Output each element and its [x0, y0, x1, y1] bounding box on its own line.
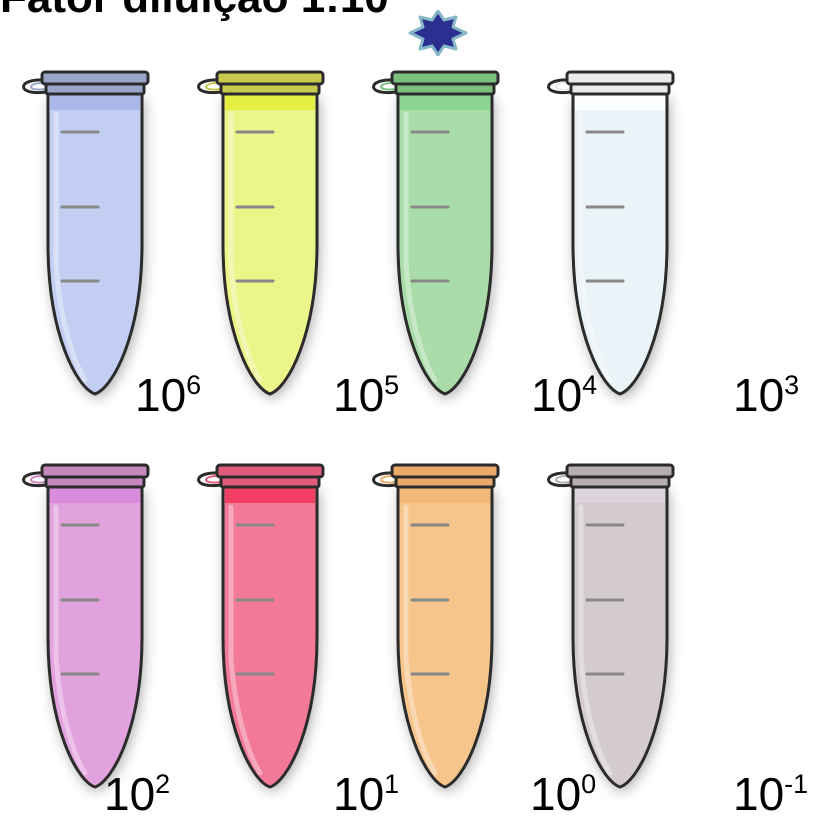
- tube-orange: [374, 465, 499, 791]
- label-10-1: 101: [333, 771, 399, 824]
- label-10-3: 103: [733, 372, 799, 425]
- star-icon: [406, 10, 470, 56]
- label-base: 10: [104, 768, 155, 820]
- label-exponent: -1: [784, 769, 808, 799]
- tube-blue: [24, 72, 149, 398]
- label-exponent: 5: [384, 370, 399, 400]
- label-exponent: 4: [582, 370, 597, 400]
- label-10-4: 104: [531, 372, 597, 425]
- label-exponent: 2: [155, 769, 170, 799]
- label-exponent: 1: [384, 769, 399, 799]
- label-exponent: 3: [784, 370, 799, 400]
- tube-yellow: [199, 72, 324, 398]
- label-exponent: 6: [186, 370, 201, 400]
- label-10-6: 106: [135, 372, 201, 425]
- tube-purple: [24, 465, 149, 791]
- label-base: 10: [333, 369, 384, 421]
- label-base: 10: [530, 768, 581, 820]
- label-exponent: 0: [581, 769, 596, 799]
- label-base: 10: [733, 369, 784, 421]
- tube-white: [549, 72, 674, 398]
- tube-grey: [549, 465, 674, 791]
- label-base: 10: [135, 369, 186, 421]
- label-base: 10: [531, 369, 582, 421]
- label-base: 10: [333, 768, 384, 820]
- label-10-5: 105: [333, 372, 399, 425]
- tube-green: [374, 72, 499, 398]
- label-10-0: 100: [530, 771, 596, 824]
- label-base: 10: [733, 768, 784, 820]
- label-10-minus-1: 10-1: [733, 771, 808, 824]
- tube-red: [199, 465, 324, 791]
- label-10-2: 102: [104, 771, 170, 824]
